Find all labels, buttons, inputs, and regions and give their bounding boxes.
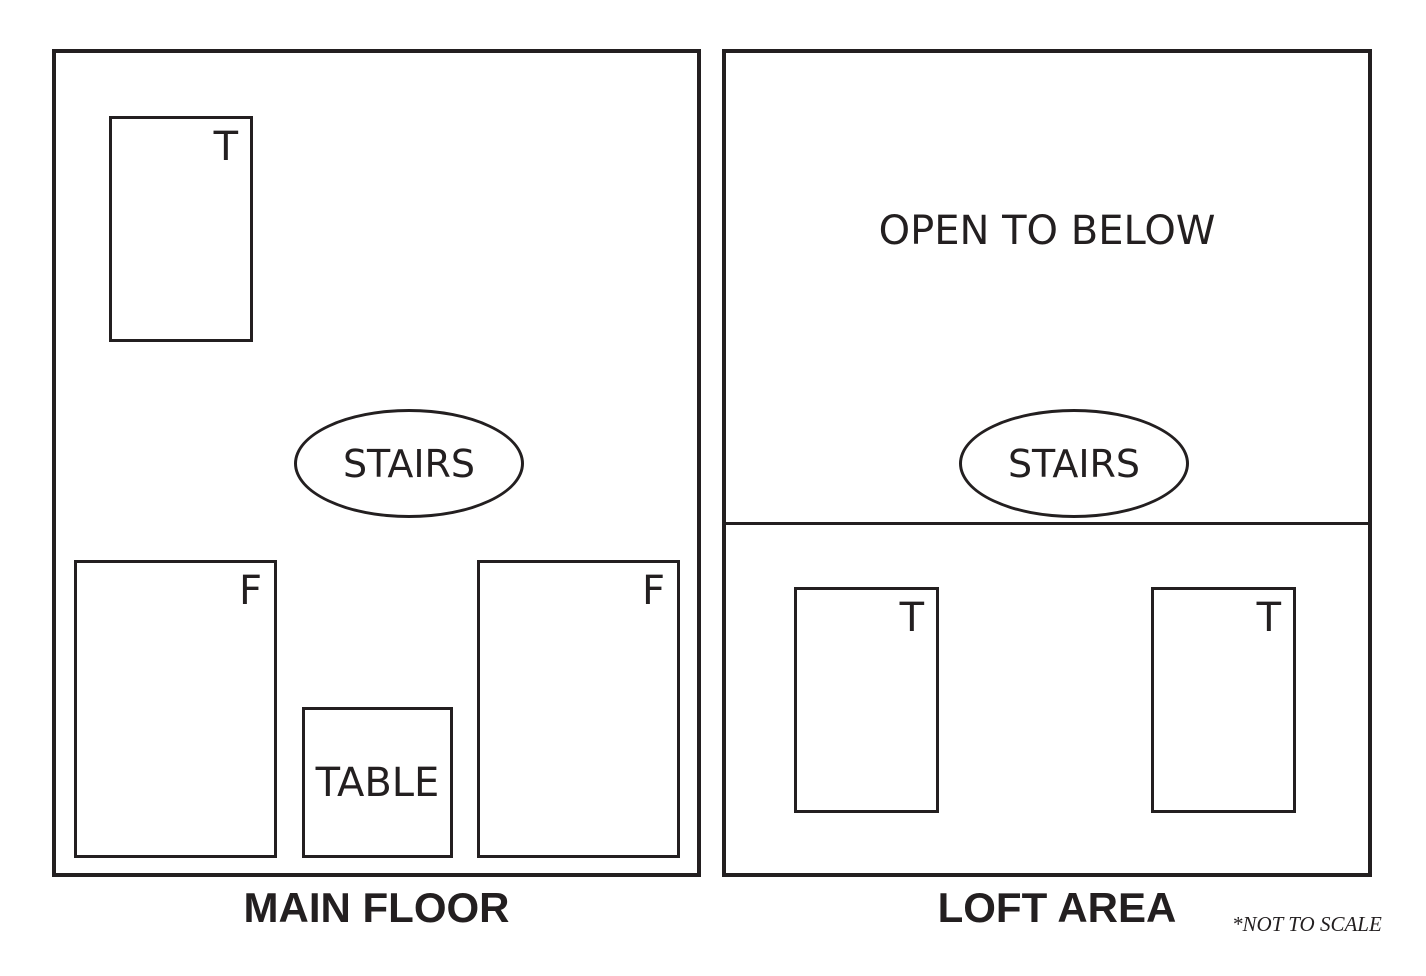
t-label: T bbox=[1256, 595, 1281, 641]
stairs-label: STAIRS bbox=[342, 441, 476, 486]
t-label: T bbox=[899, 595, 924, 641]
f-label: F bbox=[238, 568, 262, 614]
loft-area-title: LOFT AREA bbox=[937, 884, 1177, 931]
main-floor-stairs: STAIRS bbox=[294, 409, 524, 518]
main-floor-f-left-box: F bbox=[74, 560, 277, 858]
main-floor-t-box: T bbox=[109, 116, 253, 342]
main-floor-title: MAIN FLOOR bbox=[243, 884, 510, 931]
loft-stairs: STAIRS bbox=[959, 409, 1189, 518]
not-to-scale-note: *NOT TO SCALE bbox=[1232, 912, 1382, 936]
main-floor-table-box: TABLE bbox=[302, 707, 453, 858]
stairs-label: STAIRS bbox=[1007, 441, 1141, 486]
main-floor-f-right-box: F bbox=[477, 560, 680, 858]
open-to-below-label: OPEN TO BELOW bbox=[878, 208, 1216, 254]
loft-area-plan bbox=[722, 49, 1372, 877]
f-label: F bbox=[641, 568, 665, 614]
loft-t-right-box: T bbox=[1151, 587, 1296, 813]
t-label: T bbox=[213, 124, 238, 170]
loft-divider-line bbox=[724, 522, 1370, 525]
table-label: TABLE bbox=[315, 759, 440, 806]
loft-t-left-box: T bbox=[794, 587, 939, 813]
main-floor-plan bbox=[52, 49, 701, 877]
